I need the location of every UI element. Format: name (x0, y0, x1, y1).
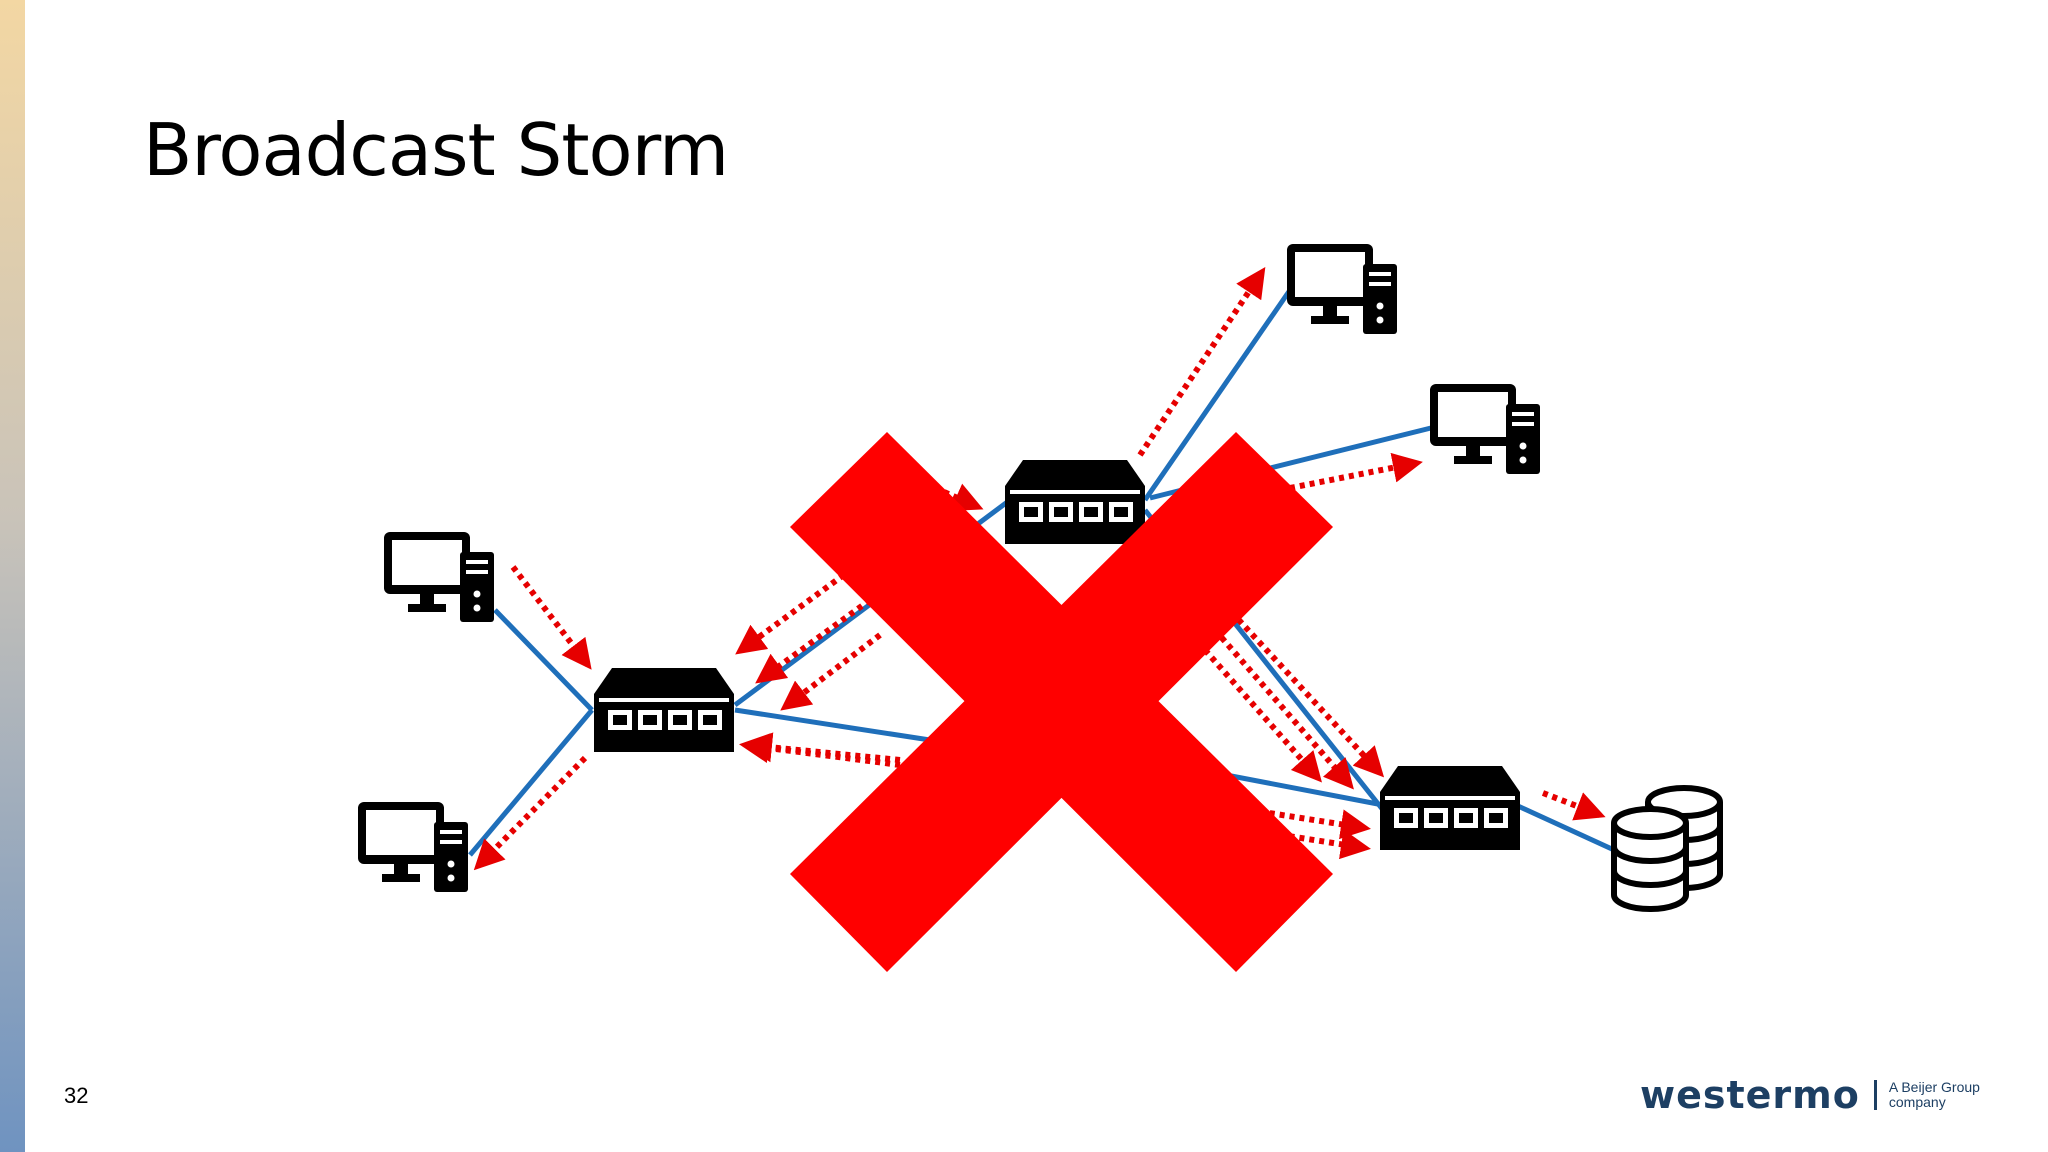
logo-tagline: A Beijer Group company (1889, 1080, 1980, 1110)
traffic-arrow (1222, 602, 1385, 778)
page-number: 32 (64, 1083, 89, 1108)
link (493, 608, 594, 712)
traffic-arrow (1212, 628, 1354, 790)
traffic-arrow (780, 632, 882, 711)
link (1142, 288, 1293, 502)
traffic-arrow (1202, 648, 1322, 783)
computer-icon (1287, 244, 1397, 334)
computer-icon (1430, 384, 1540, 474)
accent-bar (0, 0, 25, 1152)
traffic-arrow (933, 483, 984, 512)
traffic-arrow (735, 560, 862, 655)
database-icon (1614, 788, 1720, 909)
switch-icon (594, 668, 734, 752)
link (468, 708, 594, 857)
broadcast-traffic (473, 267, 1606, 871)
traffic-arrow (1541, 790, 1606, 821)
traffic-arrow (510, 565, 592, 670)
cross-icon (790, 432, 1333, 972)
traffic-arrow (739, 733, 901, 768)
logo-tagline-line1: A Beijer Group (1888, 1079, 1980, 1095)
computer-icon (358, 802, 468, 892)
traffic-arrow (1289, 452, 1423, 491)
company-logo: westermo A Beijer Group company (1640, 1070, 1980, 1120)
traffic-arrow (1137, 267, 1266, 457)
logo-brand: westermo (1640, 1073, 1860, 1117)
logo-tagline-line2: company (1888, 1094, 1946, 1110)
switch-icon (1380, 766, 1520, 850)
traffic-arrow (473, 755, 588, 871)
slide-title: Broadcast Storm (143, 108, 729, 192)
traffic-arrow (755, 597, 872, 684)
switch-icon (1005, 460, 1145, 544)
computer-icon (384, 532, 494, 622)
link (1516, 803, 1627, 858)
logo-divider (1873, 1080, 1877, 1110)
